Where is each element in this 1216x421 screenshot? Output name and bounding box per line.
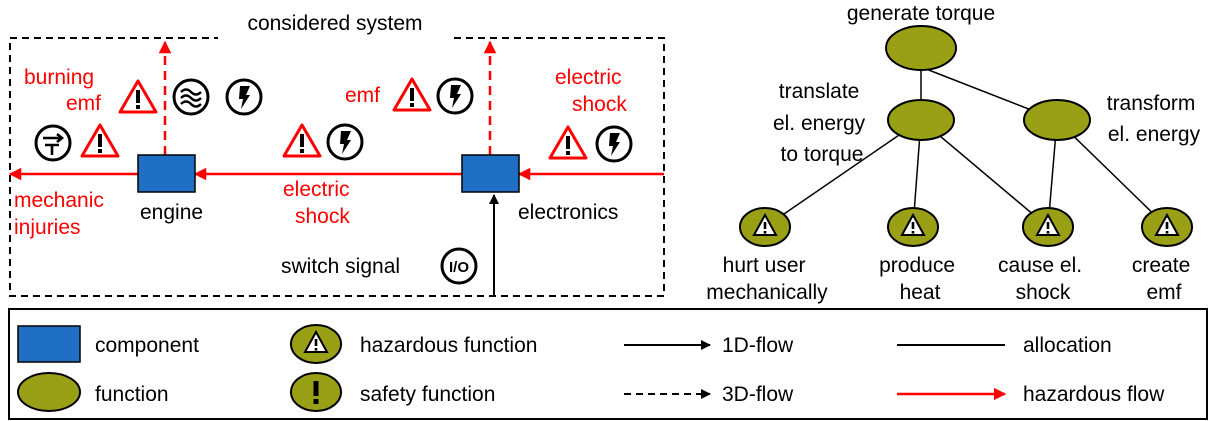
hazard-label-electric-top: electric (555, 66, 622, 89)
legend-safety-function-swatch (290, 372, 342, 412)
function-generate-torque (885, 25, 957, 71)
hazardous-function-emf (1141, 207, 1193, 247)
legend-hazardous-flow-label: hazardous flow (1023, 383, 1165, 406)
system-title-backdrop (218, 8, 450, 42)
legend-hazardous-function-swatch (290, 324, 342, 364)
transform-line-1: transform (1107, 92, 1196, 115)
function-transform (1023, 99, 1091, 141)
lightning-circle-icon (595, 125, 633, 163)
legend-3d-flow-label: 3D-flow (722, 383, 794, 406)
hazard-label-electric-mid: electric (283, 178, 350, 201)
hazardous-function-shock (1022, 207, 1074, 247)
warning-triangle-icon (80, 123, 120, 158)
io-switch-icon (440, 247, 478, 285)
function-label-hurt: hurt user mechanically (706, 254, 828, 304)
component-engine (137, 154, 196, 193)
translate-line-3: to torque (781, 143, 864, 166)
legend-allocation-label: allocation (1023, 334, 1112, 357)
legend-function-swatch (17, 372, 81, 412)
lightning-circle-icon (436, 77, 474, 115)
switch-signal-label: switch signal (281, 255, 400, 278)
legend-1d-flow-label: 1D-flow (722, 334, 794, 357)
translate-line-2: el. energy (773, 112, 866, 135)
function-label-heat: produce heat (879, 254, 961, 304)
emf-line-2: emf (1146, 281, 1181, 304)
function-translate (887, 99, 955, 141)
electronics-label: electronics (518, 201, 618, 224)
legend-hazardous-function-label: hazardous function (360, 334, 537, 357)
hazardous-function-heat (887, 207, 939, 247)
warning-triangle-icon (118, 79, 158, 114)
legend-function-label: function (95, 383, 169, 406)
hazard-label-emf-engine: emf (66, 92, 101, 115)
system-title: considered system (247, 12, 422, 35)
legend-component-label: component (95, 334, 199, 357)
hazard-label-injuries: injuries (14, 216, 81, 239)
shock-line-2: shock (1016, 281, 1071, 304)
function-label-shock: cause el. shock (998, 254, 1088, 304)
function-label-transform: transform el. energy (1107, 92, 1202, 146)
warning-triangle-icon (282, 123, 322, 158)
lightning-circle-icon (326, 123, 364, 161)
lightning-circle-icon (225, 78, 263, 116)
heat-waves-icon (172, 78, 210, 116)
heat-line-2: heat (900, 281, 941, 304)
heat-line-1: produce (879, 254, 955, 277)
legend-component-swatch (17, 325, 81, 363)
legend-safety-function-label: safety function (360, 383, 495, 406)
function-label-translate: translate el. energy to torque (773, 80, 871, 166)
function-label-emf: create emf (1132, 254, 1196, 304)
hazard-label-shock-mid: shock (295, 205, 350, 228)
hazard-label-shock-top: shock (572, 93, 627, 116)
legend-box (8, 308, 1208, 420)
warning-triangle-icon (548, 125, 588, 160)
engine-label: engine (140, 201, 203, 224)
rotation-torque-icon (34, 124, 72, 162)
hazardous-function-hurt (739, 207, 791, 247)
warning-triangle-icon (392, 77, 432, 112)
translate-line-1: translate (779, 80, 860, 103)
hazard-label-mechanic: mechanic (14, 189, 104, 212)
hurt-line-1: hurt user (723, 254, 806, 277)
hurt-line-2: mechanically (706, 281, 828, 304)
component-electronics (461, 154, 520, 193)
shock-line-1: cause el. (998, 254, 1082, 277)
function-label-generate-torque: generate torque (847, 2, 995, 25)
transform-line-2: el. energy (1108, 123, 1201, 146)
hazard-label-emf-electronics: emf (345, 84, 380, 107)
emf-line-1: create (1132, 254, 1190, 277)
hazard-label-burning: burning (24, 66, 94, 89)
